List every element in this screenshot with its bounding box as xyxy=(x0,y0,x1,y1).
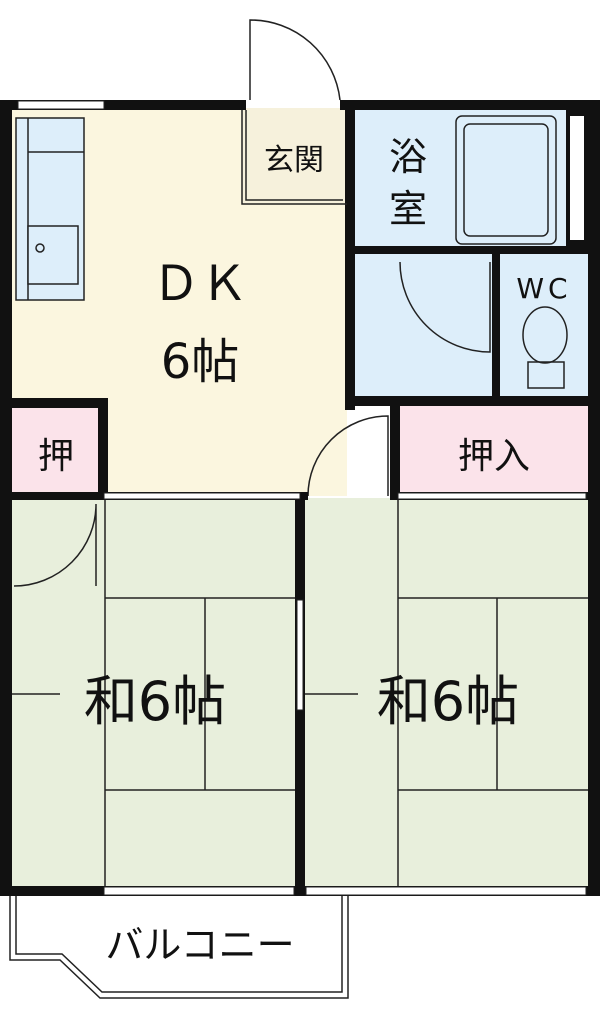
washroom-door xyxy=(399,261,491,353)
balcony-label: バルコニー xyxy=(105,923,294,967)
genkan-floor xyxy=(242,108,347,204)
wc-label: WC xyxy=(516,272,571,305)
sliding-door-marks xyxy=(17,100,587,896)
dk-label: ＤＫ xyxy=(152,256,248,312)
washitsu-right-floor xyxy=(302,498,588,886)
entrance-door xyxy=(249,19,341,101)
oshiire-right-label: 押入 xyxy=(458,436,530,477)
bathtub xyxy=(455,115,557,245)
toilet-icon xyxy=(522,306,568,389)
dk-size-label: 6帖 xyxy=(161,334,240,390)
washitsu-left-floor xyxy=(12,498,300,886)
sink-drain-icon xyxy=(35,243,45,253)
doors xyxy=(13,19,491,587)
kitchen-counter xyxy=(15,117,85,301)
oshi-door xyxy=(13,503,97,587)
tatami-lines-left xyxy=(12,498,300,886)
washitsu-right-label: 和6帖 xyxy=(377,670,519,733)
bath-label-line2: 室 xyxy=(389,187,427,231)
dk-door xyxy=(307,415,389,497)
washroom-floor xyxy=(350,252,495,397)
oshiire-right-floor xyxy=(398,405,588,495)
genkan-label: 玄関 xyxy=(264,143,324,178)
washitsu-left-label: 和6帖 xyxy=(84,670,226,733)
bath-label-line1: 浴 xyxy=(389,135,427,179)
genkan-step xyxy=(241,110,347,205)
balcony xyxy=(9,896,349,999)
tatami-lines-right xyxy=(302,498,588,886)
oshi-left-label: 押 xyxy=(38,436,74,477)
wc-floor xyxy=(500,252,588,397)
bath-floor xyxy=(350,108,588,248)
oshi-left-floor xyxy=(12,405,100,495)
